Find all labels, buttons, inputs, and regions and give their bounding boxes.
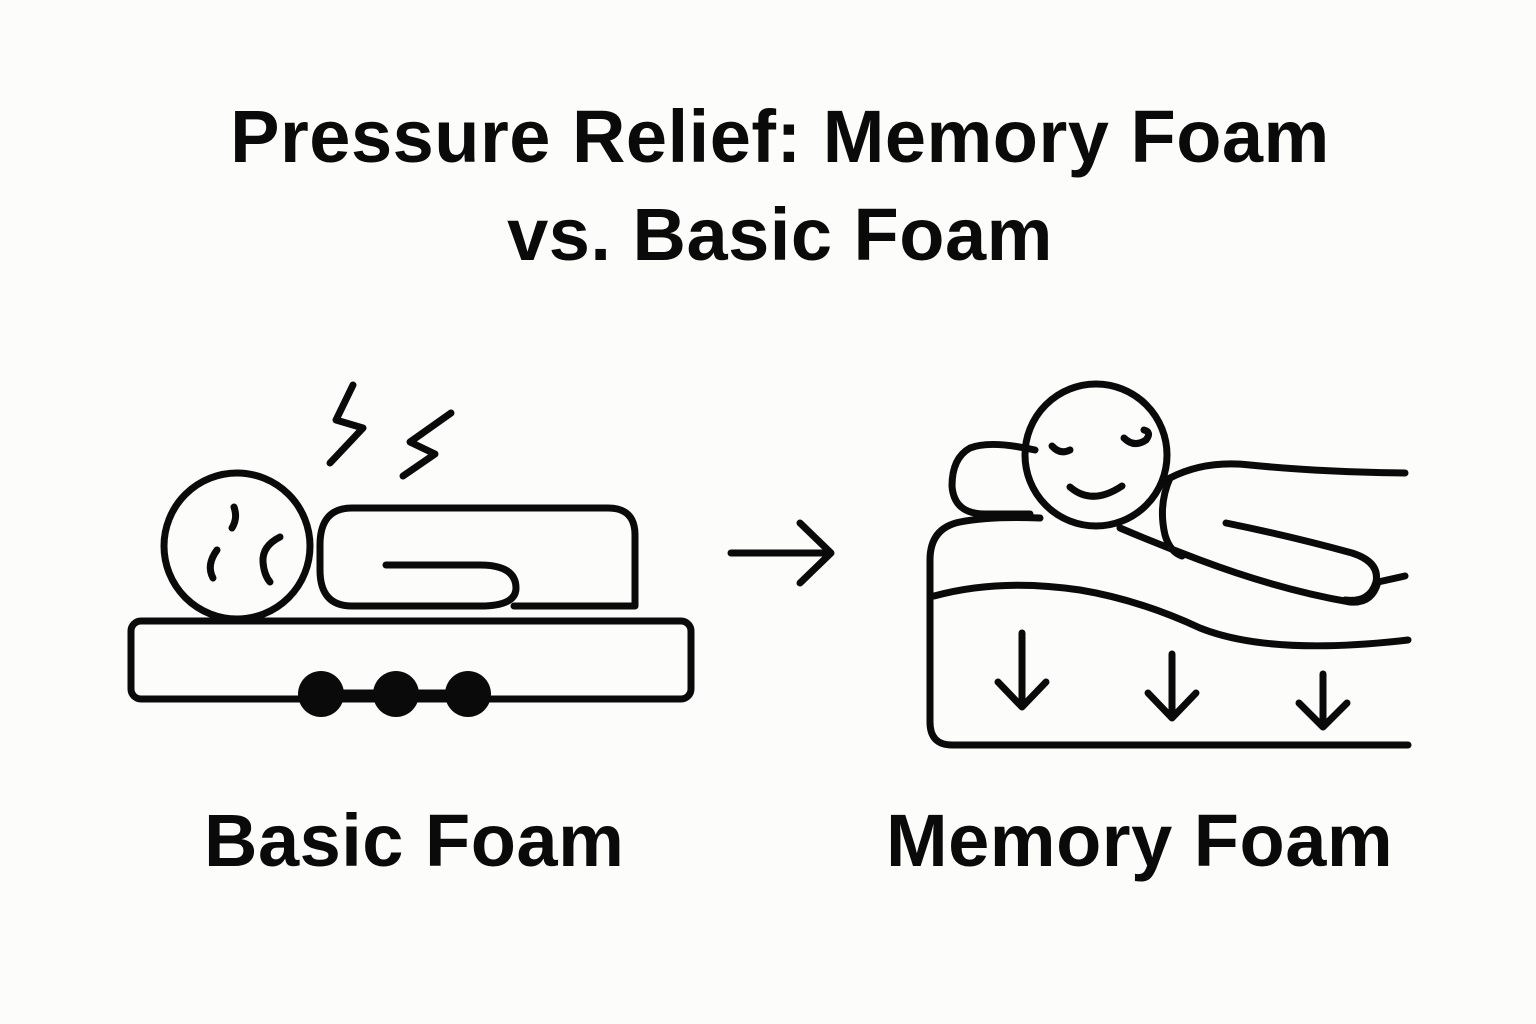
body-back bbox=[1166, 460, 1409, 482]
body-outline bbox=[348, 504, 639, 610]
strained-eye-left-lower bbox=[206, 546, 221, 582]
pillow bbox=[948, 440, 1039, 518]
closed-eye-left bbox=[1048, 442, 1074, 456]
pressure-point-icon bbox=[445, 671, 491, 717]
shoulder bbox=[1158, 474, 1186, 560]
closed-eye-right bbox=[1120, 426, 1153, 447]
strained-eye-right bbox=[259, 533, 284, 586]
arm bbox=[382, 561, 520, 610]
basic-foam-label: Basic Foam bbox=[204, 799, 625, 882]
arm bbox=[1222, 519, 1380, 604]
title-line-2: vs. Basic Foam bbox=[507, 193, 1053, 276]
title-line-1: Pressure Relief: Memory Foam bbox=[230, 95, 1330, 178]
pressure-point-icon bbox=[298, 671, 344, 717]
smile bbox=[1066, 482, 1126, 500]
diagram-title: Pressure Relief: Memory Foam vs. Basic F… bbox=[0, 88, 1536, 284]
lightning-bolt-icon bbox=[399, 409, 455, 480]
lightning-bolt-icon bbox=[326, 381, 367, 467]
sleeping-face-icon bbox=[1021, 380, 1171, 530]
down-arrow-icon bbox=[994, 629, 1050, 711]
arrow-right-icon bbox=[727, 519, 835, 587]
down-arrow-icon bbox=[1295, 670, 1351, 731]
mattress-contour bbox=[930, 581, 1412, 650]
strained-eye-left bbox=[228, 503, 240, 532]
pressure-point-icon bbox=[373, 671, 419, 717]
down-arrow-icon bbox=[1144, 650, 1200, 722]
uncomfortable-face-icon bbox=[160, 469, 314, 623]
body-outline-left bbox=[316, 504, 486, 610]
memory-foam-label: Memory Foam bbox=[886, 799, 1394, 882]
basic-foam-scene bbox=[127, 381, 695, 717]
memory-mattress bbox=[926, 514, 1412, 749]
memory-foam-scene bbox=[926, 380, 1412, 749]
